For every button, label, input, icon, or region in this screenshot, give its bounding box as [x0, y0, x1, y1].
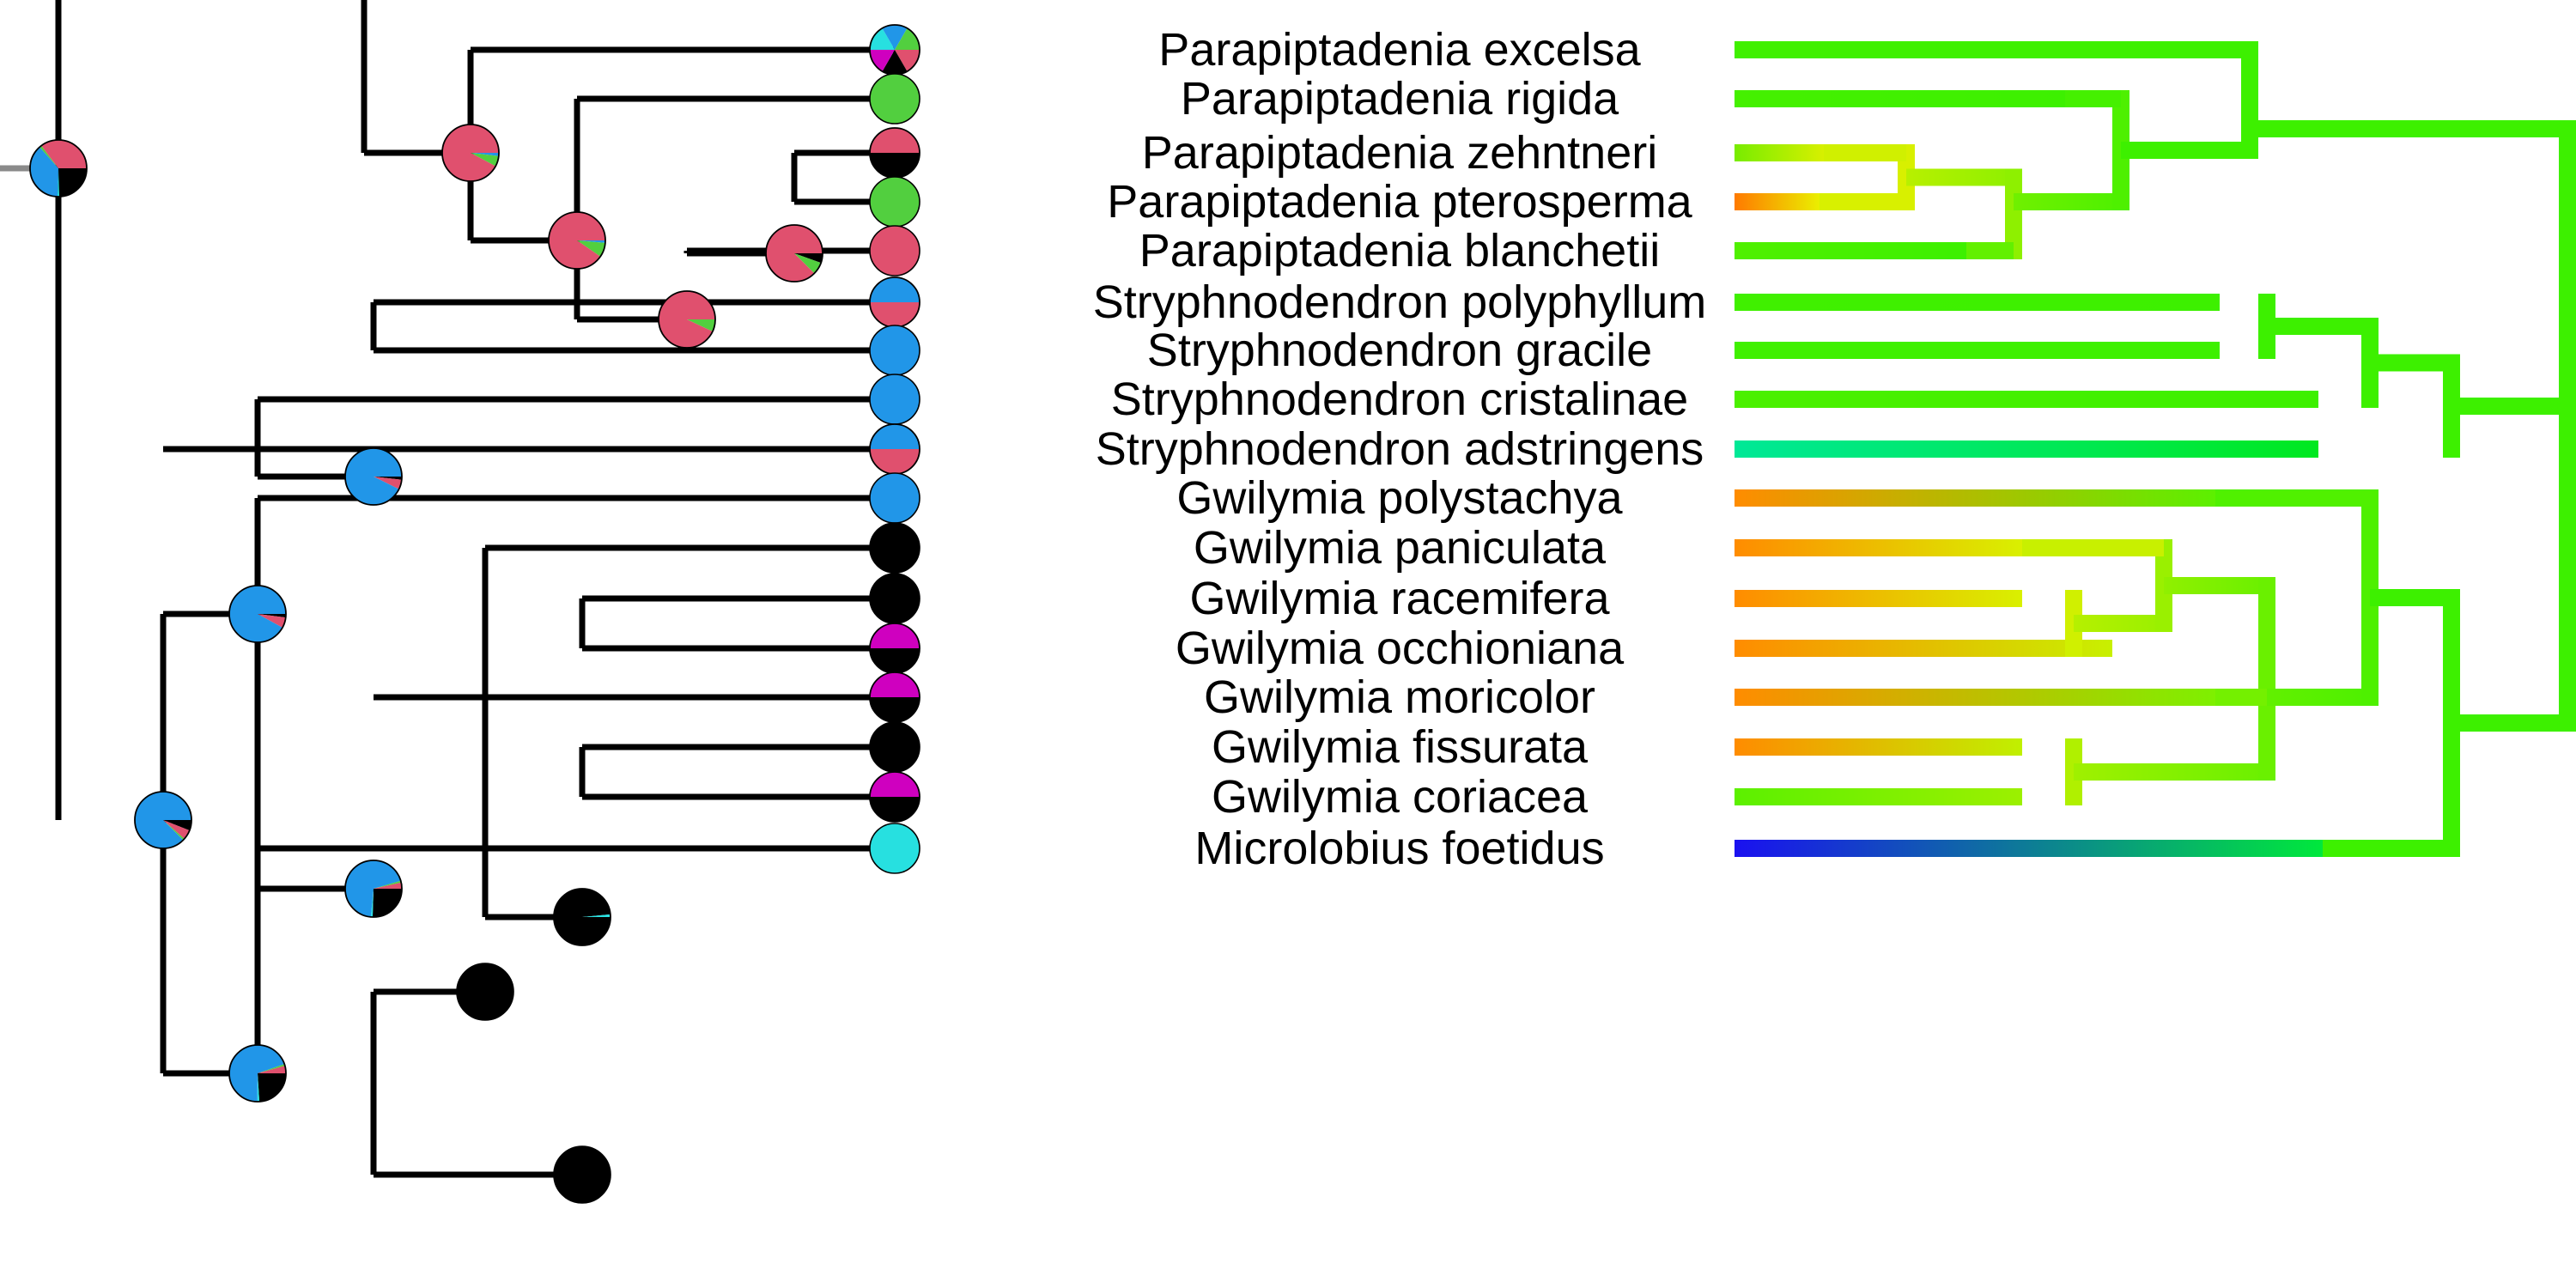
phylogram-branch [2250, 120, 2567, 137]
phylogram-tip-branch [1735, 640, 2112, 657]
taxon-label: Parapiptadenia blanchetii [1139, 225, 1661, 276]
tip-state-pie [869, 24, 920, 76]
phylogram-branch [2267, 318, 2370, 335]
tip-state-pie [869, 374, 920, 425]
phylogram-tip-branch [1735, 391, 2318, 408]
tip-state-pie [869, 472, 920, 524]
phylogram-tip-branch [1735, 738, 2022, 756]
phylogram-tip-branch [1735, 788, 2022, 805]
phylogram-branch [2121, 142, 2250, 159]
node-state-pie [765, 224, 823, 283]
taxon-label: Gwilymia paniculata [1193, 522, 1607, 574]
node-state-pie [228, 585, 287, 643]
tip-state-pie [869, 573, 920, 624]
taxon-label: Parapiptadenia rigida [1180, 73, 1619, 125]
tip-state-pie [869, 423, 920, 475]
phylogram-branch [2370, 589, 2451, 606]
taxon-label: Gwilymia occhioniana [1175, 623, 1625, 674]
taxon-label: Gwilymia racemifera [1189, 573, 1610, 624]
tip-state-pie [869, 623, 920, 674]
taxon-label: Stryphnodendron cristalinae [1110, 374, 1689, 425]
phylogram-branch [1906, 168, 2014, 186]
phylogram-branch [2215, 689, 2267, 706]
taxon-label: Gwilymia moricolor [1203, 671, 1596, 723]
phylogram-tip-branch [1735, 294, 2220, 311]
taxon-label: Parapiptadenia zehntneri [1141, 127, 1658, 179]
phylogram-branch [2215, 489, 2370, 507]
phylogram-tip-branch [1735, 689, 2215, 706]
phylogram-tip-branch [1735, 840, 2323, 857]
node-state-pie [553, 1145, 611, 1204]
phylogram-branch [2014, 193, 2121, 210]
tip-state-pie [869, 176, 920, 228]
phylogram-tip-branch [1735, 41, 2198, 58]
taxon-label: Gwilymia polystachya [1176, 472, 1623, 524]
phylogram-branch [2267, 689, 2370, 706]
phylogram-branches [1735, 41, 2576, 857]
taxon-label: Stryphnodendron gracile [1146, 325, 1653, 376]
phylogram-tip-branch [1735, 342, 2220, 359]
phylogram-branch [2559, 120, 2576, 732]
phylogram-branch [2323, 840, 2451, 857]
tip-state-pie [869, 671, 920, 723]
tip-state-pie [869, 721, 920, 773]
node-state-pie [548, 211, 606, 270]
phylogram-tip-branch [1735, 590, 2022, 607]
taxon-label: Parapiptadenia excelsa [1158, 24, 1641, 76]
node-state-pie [658, 290, 716, 349]
phylogram-branch [2258, 577, 2275, 781]
node-state-pie [456, 963, 514, 1021]
phylogram-tip-branch [1735, 539, 2022, 556]
phylogram-branch [2241, 41, 2258, 137]
phylogram-branch [1824, 144, 1906, 161]
tip-state-pie [869, 522, 920, 574]
taxon-label: Stryphnodendron adstringens [1095, 423, 1704, 475]
taxon-label: Gwilymia coriacea [1211, 771, 1589, 823]
tip-state-pie [869, 325, 920, 376]
node-state-pie [134, 791, 192, 849]
taxon-label: Gwilymia fissurata [1211, 721, 1589, 773]
phylogram-tip-branch [1735, 242, 1966, 259]
phylogram-branch [2074, 763, 2267, 781]
node-state-pie [553, 888, 611, 946]
phylogram-tip-branch [1735, 193, 1820, 210]
phylogram-branch [1966, 242, 2014, 259]
cladogram-branches [0, 0, 895, 1178]
phylogram-branch [2005, 168, 2022, 259]
cladogram-pies [29, 24, 920, 1204]
node-state-pie [228, 1044, 287, 1103]
tip-state-pie [869, 771, 920, 823]
taxon-label: Parapiptadenia pterosperma [1107, 176, 1692, 228]
taxon-label: Microlobius foetidus [1194, 823, 1605, 874]
phylogram-tip-branch [1735, 489, 2215, 507]
node-state-pie [29, 139, 88, 197]
tip-state-pie [869, 225, 920, 276]
phylogram-tip-branch [1735, 440, 2318, 458]
taxon-label: Stryphnodendron polyphyllum [1092, 276, 1707, 328]
phylogram-branch [2451, 398, 2567, 415]
phylogram-branch [2074, 615, 2164, 632]
tip-state-pie [869, 127, 920, 179]
node-state-pie [344, 860, 403, 918]
tip-state-pie [869, 73, 920, 125]
tip-state-pie [869, 823, 920, 874]
phylogram-branch [2164, 577, 2267, 594]
phylogram-branch [1820, 193, 1906, 210]
tip-state-pie [869, 276, 920, 328]
phylogram-branch [2065, 90, 2121, 107]
phylogram-branch [2451, 714, 2567, 732]
node-state-pie [441, 124, 500, 182]
phylogram-branch [2022, 539, 2164, 556]
phylogram-tip-branch [1735, 144, 1825, 161]
phylogram-tip-branch [1735, 90, 2065, 107]
phylogram-branch [2198, 41, 2250, 58]
phylogram-branch [2370, 354, 2451, 372]
node-state-pie [344, 447, 403, 506]
